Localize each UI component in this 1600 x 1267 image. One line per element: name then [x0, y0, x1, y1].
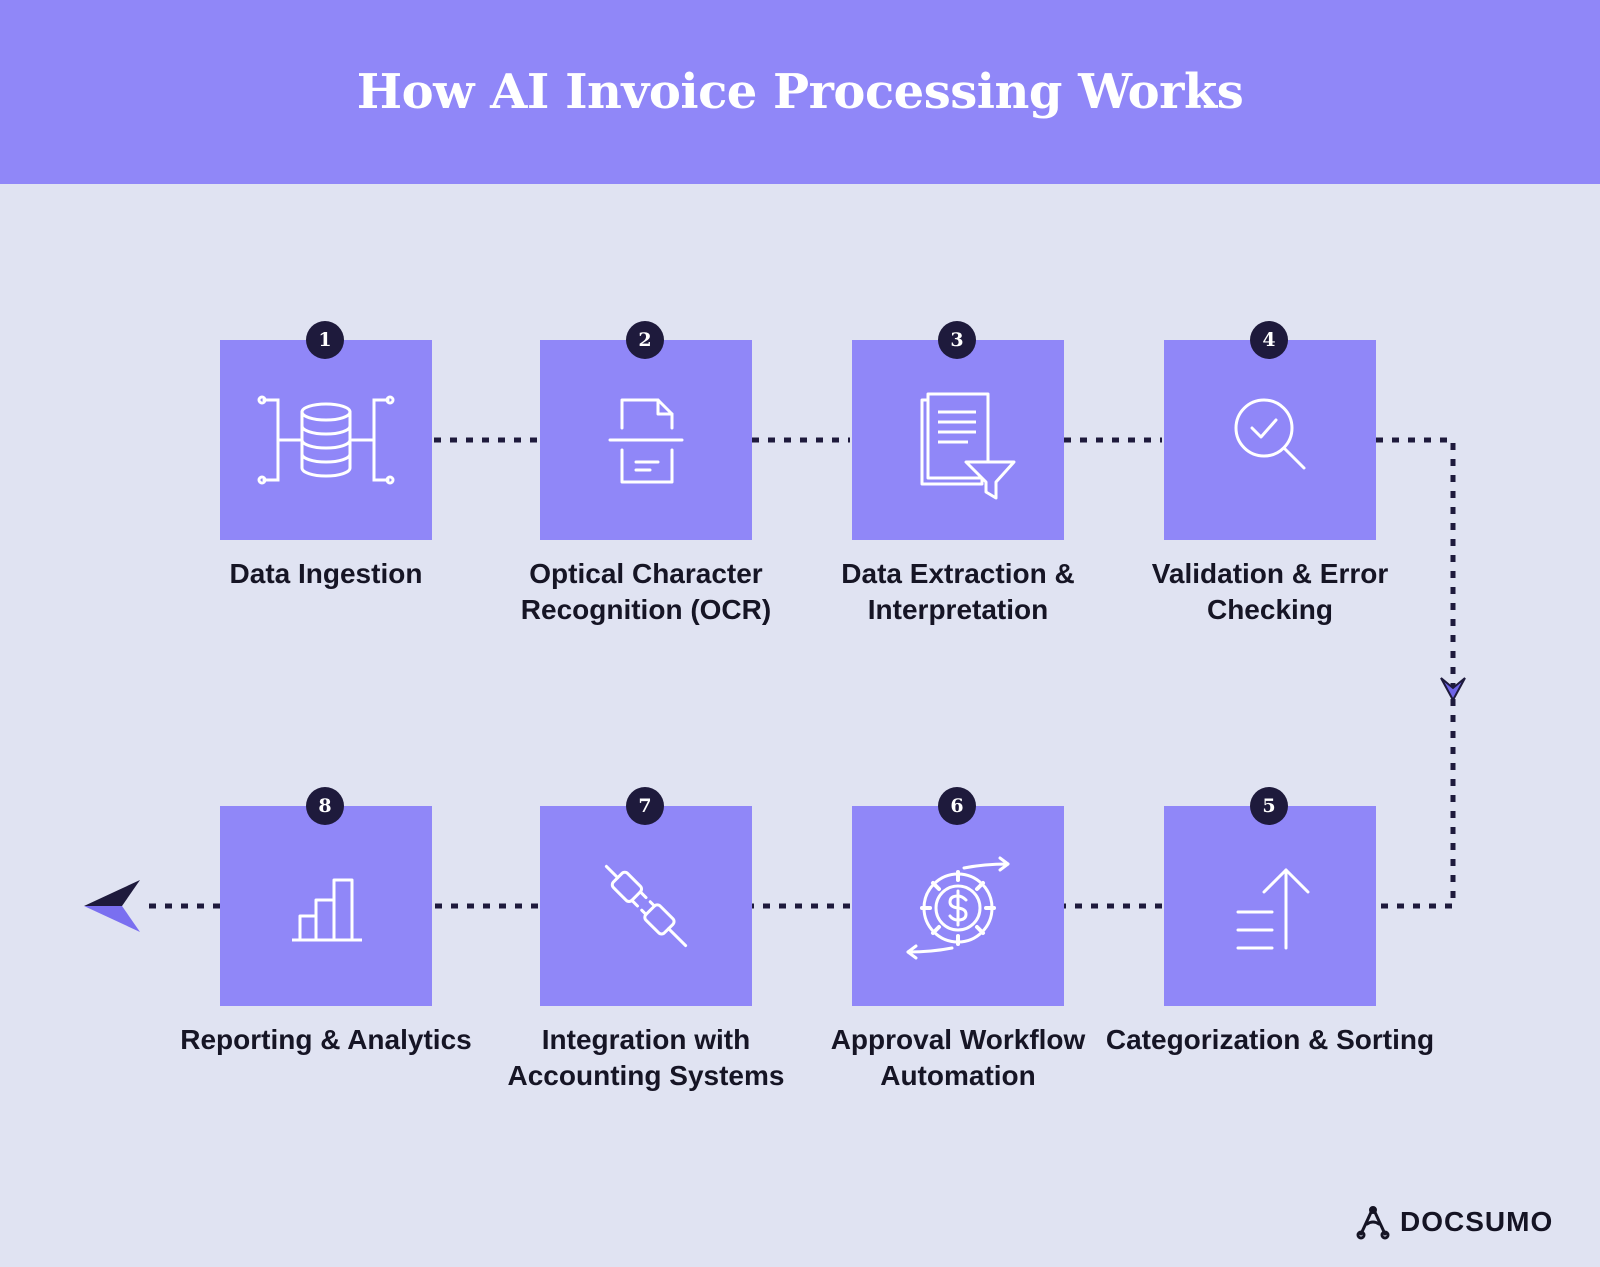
step-number-badge: 3: [938, 321, 976, 359]
step-label: Optical Character Recognition (OCR): [520, 558, 772, 625]
step-box: [852, 806, 1064, 1006]
sort-arrow-icon: [1236, 868, 1310, 950]
step-number-badge: 5: [1250, 787, 1288, 825]
step-number-badge: 8: [306, 787, 344, 825]
step-label: Approval Workflow Automation: [830, 1024, 1086, 1091]
step-label: Integration with Accounting Systems: [507, 1024, 785, 1091]
plug-icon: [604, 864, 688, 948]
documents-filter-icon: [920, 392, 1016, 500]
step-label: Data Extraction & Interpretation: [841, 558, 1075, 625]
step-number-badge: 1: [306, 321, 344, 359]
bar-chart-icon: [292, 878, 362, 942]
step-box: [220, 806, 432, 1006]
page-title: How AI Invoice Processing Works: [356, 64, 1244, 120]
magnifier-check-icon: [1234, 398, 1306, 470]
brand-name: DOCSUMO: [1400, 1206, 1554, 1237]
step-number-badge: 7: [626, 787, 664, 825]
document-scan-icon: [608, 398, 684, 484]
step-number-badge: 4: [1250, 321, 1288, 359]
step-label: Categorization & Sorting: [1105, 1024, 1435, 1055]
brand-logo: DOCSUMO: [1356, 1204, 1553, 1240]
down-arrow-icon: [1440, 677, 1466, 703]
docsumo-logo-icon: [1356, 1206, 1390, 1240]
step-box: [220, 340, 432, 540]
step-number-badge: 6: [938, 787, 976, 825]
connector-4-5: [1376, 437, 1456, 909]
step-box: [1164, 806, 1376, 1006]
step-box: [540, 806, 752, 1006]
step-number-badge: 2: [626, 321, 664, 359]
database-icon: [257, 395, 395, 485]
step-box: [540, 340, 752, 540]
step-label: Data Ingestion: [229, 558, 423, 589]
step-label: Validation & Error Checking: [1151, 558, 1389, 625]
header-banner: How AI Invoice Processing Works: [0, 0, 1600, 184]
dollar-gear-cycle-icon: [906, 856, 1010, 960]
step-label: Reporting & Analytics: [180, 1024, 472, 1055]
step-box: [1164, 340, 1376, 540]
step-box: [852, 340, 1064, 540]
exit-arrow-icon: [84, 880, 140, 932]
